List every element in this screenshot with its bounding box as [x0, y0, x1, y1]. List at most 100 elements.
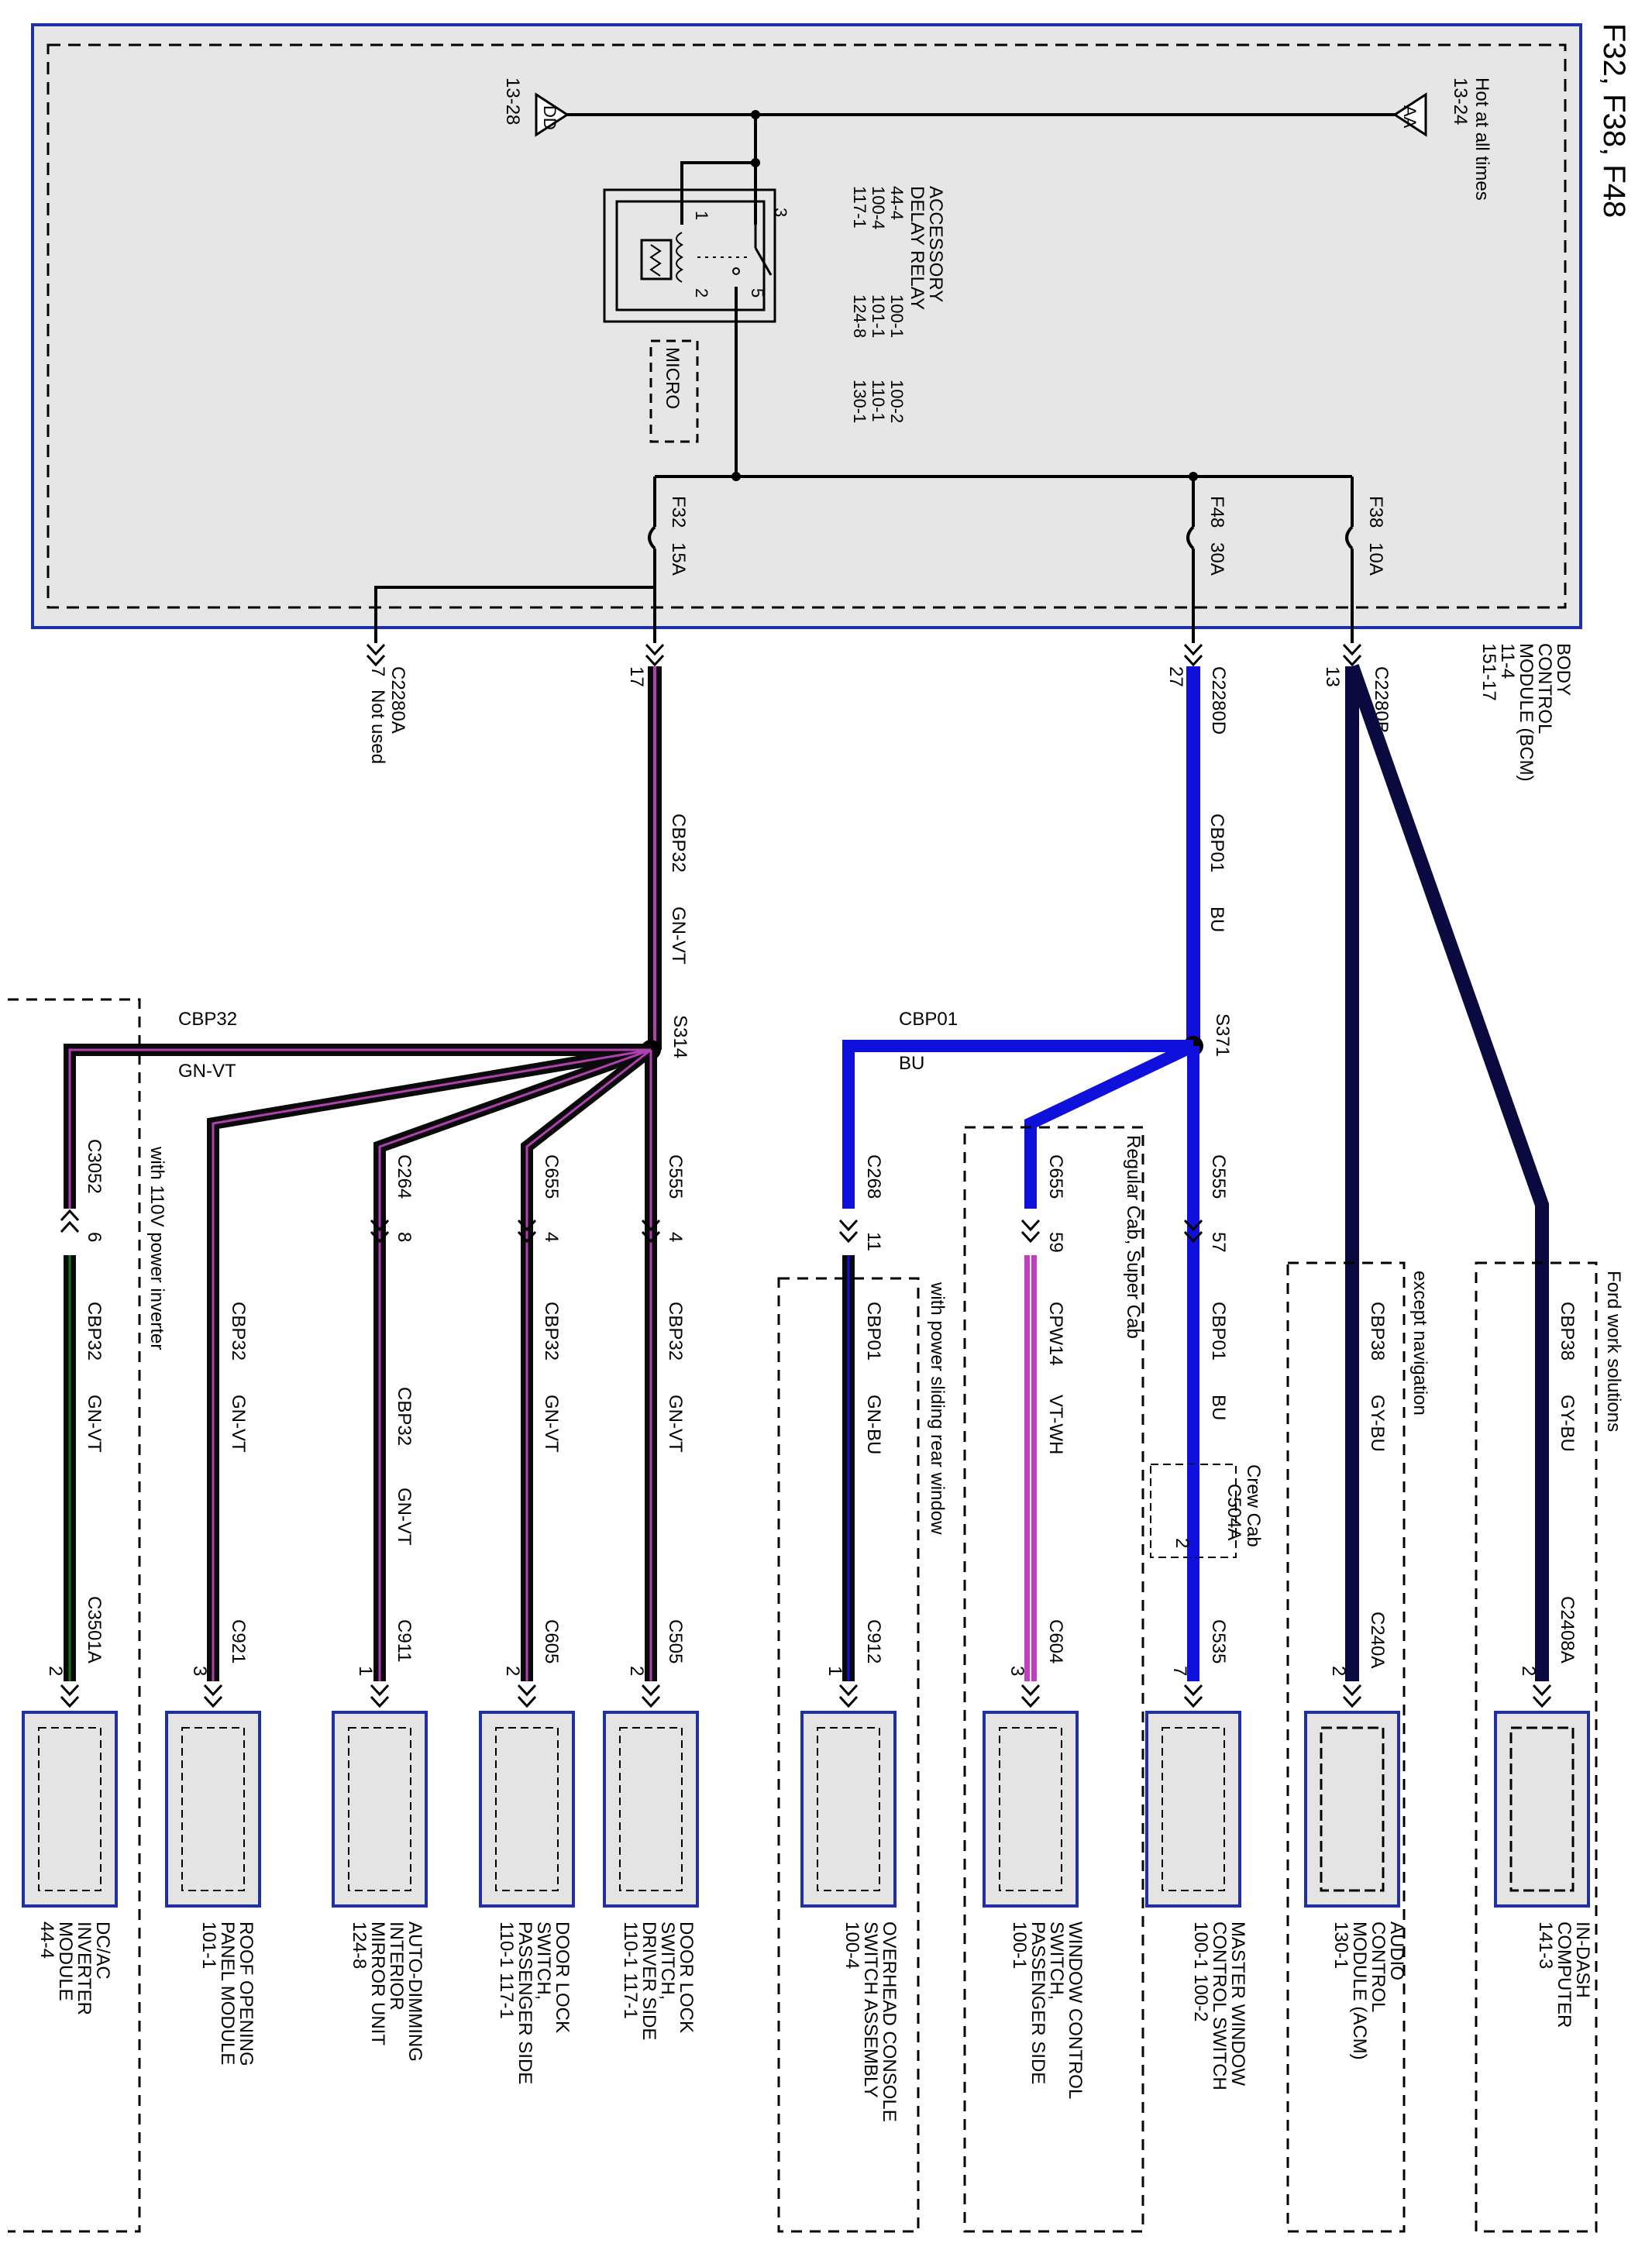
crew-cab-label: Crew Cab — [1243, 1464, 1264, 1547]
svg-text:CONTROL: CONTROL — [1534, 643, 1555, 734]
junction-dot — [1189, 472, 1198, 481]
svg-text:MIRROR UNIT: MIRROR UNIT — [367, 1921, 388, 2045]
relay-pin-3: 3 — [771, 208, 790, 217]
junction-dot — [751, 110, 760, 119]
junction-dot — [731, 472, 741, 481]
svg-text:C555: C555 — [665, 1154, 686, 1199]
c2280b-pin13: 13 — [1322, 666, 1343, 687]
svg-text:C655: C655 — [541, 1154, 562, 1199]
cond-power-sliding: with power sliding rear window — [927, 1282, 948, 1535]
svg-text:AUTO-DIMMING: AUTO-DIMMING — [404, 1921, 425, 2062]
module-overhead-console — [800, 1711, 897, 1908]
svg-text:GN-VT: GN-VT — [228, 1395, 249, 1453]
svg-text:MODULE (ACM): MODULE (ACM) — [1349, 1921, 1370, 2060]
diagram-title: F32, F38, F48 — [1597, 23, 1631, 218]
svg-text:IN-DASH: IN-DASH — [1572, 1921, 1593, 1998]
module-master-window — [1145, 1711, 1241, 1908]
fuse-f38-label: F38 — [1365, 496, 1386, 528]
svg-text:130-1: 130-1 — [850, 380, 869, 423]
module-boxes — [22, 1711, 1590, 1908]
svg-text:CONTROL SWITCH: CONTROL SWITCH — [1209, 1921, 1230, 2090]
svg-text:101-1: 101-1 — [198, 1921, 219, 1969]
svg-text:C912: C912 — [863, 1619, 884, 1663]
module-auto-dimming-mirror — [332, 1711, 428, 1908]
svg-text:CBP38: CBP38 — [1557, 1302, 1578, 1361]
svg-text:1: 1 — [355, 1666, 376, 1676]
branch-connector-labels: C3052 6 C264 8 C655 4 C555 4 C268 11 C65… — [84, 1139, 1229, 1253]
crew-cab-connector — [1150, 1464, 1237, 1558]
svg-text:C921: C921 — [228, 1619, 249, 1663]
svg-text:7: 7 — [1169, 1666, 1190, 1676]
svg-text:117-1: 117-1 — [850, 186, 869, 229]
svg-text:GY-BU: GY-BU — [1557, 1395, 1578, 1452]
branch-cbp32-label: CBP32 — [178, 1009, 237, 1030]
svg-text:1: 1 — [824, 1666, 845, 1676]
svg-text:DC/AC: DC/AC — [92, 1921, 113, 1980]
c504a-pin: 2 — [1172, 1538, 1193, 1548]
svg-text:INVERTER: INVERTER — [74, 1921, 95, 2015]
cond-except-nav: except navigation — [1409, 1271, 1430, 1416]
svg-text:COMPUTER: COMPUTER — [1554, 1921, 1575, 2028]
module-audio-control — [1304, 1711, 1400, 1908]
end-connectors — [60, 1684, 1552, 1708]
svg-text:C604: C604 — [1045, 1619, 1066, 1663]
junction-dot — [751, 158, 760, 167]
svg-text:CBP32: CBP32 — [228, 1302, 249, 1361]
end-connector-labels: C3501A 2 C921 3 C911 1 C605 2 C505 2 C91… — [45, 1596, 1578, 1676]
module-door-lock-driver — [603, 1711, 699, 1908]
svg-text:BU: BU — [1208, 1395, 1229, 1420]
svg-text:44-4: 44-4 — [887, 186, 907, 220]
svg-text:CBP32: CBP32 — [394, 1387, 415, 1446]
svg-text:SWITCH,: SWITCH, — [1046, 1921, 1067, 2000]
branch-gn-vt-label: GN-VT — [178, 1061, 236, 1082]
branch-cbp01-label: CBP01 — [899, 1009, 958, 1030]
svg-text:3: 3 — [189, 1666, 210, 1676]
svg-text:INTERIOR: INTERIOR — [386, 1921, 407, 2011]
svg-text:11-4: 11-4 — [1497, 643, 1518, 679]
svg-text:100-1 100-2: 100-1 100-2 — [1190, 1921, 1211, 2021]
mid-connectors — [60, 1209, 1203, 1244]
svg-text:DOOR LOCK: DOOR LOCK — [676, 1921, 697, 2033]
svg-text:57: 57 — [1208, 1232, 1229, 1253]
svg-text:130-1: 130-1 — [1330, 1921, 1351, 1969]
trunk-cbp32-label: CBP32 — [668, 814, 689, 872]
svg-text:CPW14: CPW14 — [1045, 1302, 1066, 1366]
svg-text:2: 2 — [1518, 1666, 1539, 1676]
not-used-label: Not used — [367, 690, 388, 764]
svg-text:C911: C911 — [394, 1619, 415, 1663]
bcm-panel — [31, 23, 1582, 629]
bcm-module-label: BODY CONTROL MODULE (BCM) 11-4 151-17 — [1478, 643, 1574, 782]
relay-pin-2: 2 — [692, 288, 711, 298]
svg-text:4: 4 — [665, 1232, 686, 1242]
dd-ref: 13-28 — [502, 77, 523, 125]
svg-text:SWITCH,: SWITCH, — [657, 1921, 678, 2000]
svg-text:PANEL MODULE: PANEL MODULE — [217, 1921, 238, 2065]
wire-cbp32-branches — [64, 1044, 657, 1681]
c2280a-pin17: 17 — [626, 666, 647, 687]
conditional-boxes — [8, 998, 1598, 2233]
svg-text:110-1 117-1: 110-1 117-1 — [496, 1921, 517, 2019]
dd-triangle-icon: DD — [535, 92, 570, 137]
svg-text:CONTROL: CONTROL — [1368, 1921, 1389, 2012]
cond-regular-cab: Regular Cab, Super Cab — [1123, 1135, 1144, 1339]
svg-text:AA: AA — [1400, 105, 1420, 129]
svg-text:100-2: 100-2 — [887, 380, 907, 423]
fuse-f48-label: F48 — [1206, 496, 1227, 528]
wire-cbp38 — [1345, 664, 1549, 1681]
svg-text:MASTER WINDOW: MASTER WINDOW — [1227, 1921, 1248, 2086]
svg-text:11: 11 — [863, 1232, 884, 1251]
accessory-delay-relay — [603, 188, 776, 443]
svg-text:GN-BU: GN-BU — [863, 1395, 884, 1454]
svg-text:C268: C268 — [863, 1154, 884, 1199]
bcm-output-connectors — [366, 643, 1362, 667]
svg-text:GN-VT: GN-VT — [541, 1395, 562, 1453]
module-labels: DC/AC INVERTER MODULE 44-4 ROOF OPENING … — [36, 1921, 1593, 2122]
svg-text:100-1: 100-1 — [887, 294, 907, 338]
svg-text:3: 3 — [1007, 1666, 1027, 1676]
svg-text:100-4: 100-4 — [841, 1921, 862, 1969]
svg-text:GN-VT: GN-VT — [665, 1395, 686, 1453]
trunk-gn-vt-label: GN-VT — [668, 907, 689, 965]
splice-s314-label: S314 — [669, 1015, 690, 1058]
svg-text:GN-VT: GN-VT — [84, 1395, 105, 1453]
